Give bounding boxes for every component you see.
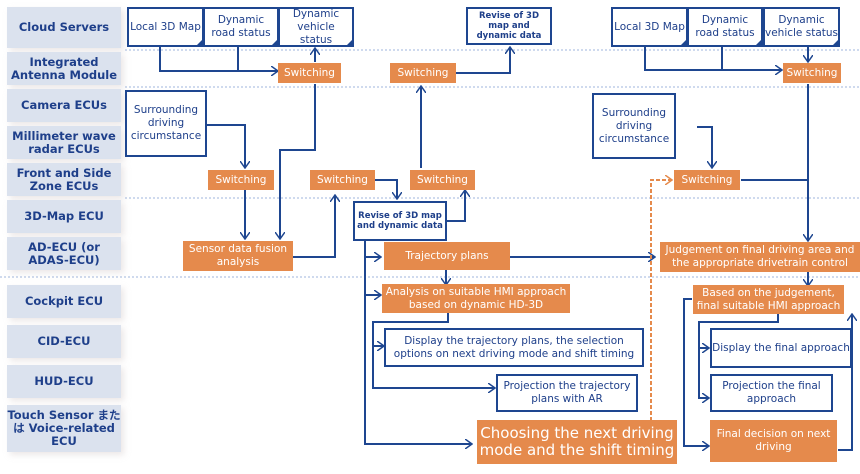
projection-trajectory-ar: Projection the trajectory plans with AR xyxy=(496,374,638,412)
display-trajectory-plans: Display the trajectory plans, the select… xyxy=(384,328,644,367)
lane-dividers xyxy=(0,49,860,278)
right-local-3d-map: Local 3D Map xyxy=(611,7,688,47)
lane-cid-ecu: CID-ECU xyxy=(7,325,121,358)
lane-cloud-servers: Cloud Servers xyxy=(7,7,121,48)
final-suitable-hmi: Based on the judgement, final suitable H… xyxy=(693,285,844,314)
revise-3d-map-cloud: Revise of 3D map and dynamic data xyxy=(466,7,552,45)
lane-mmwave-radar: Millimeter wave radar ECUs xyxy=(7,126,121,159)
lane-3d-map-ecu: 3D-Map ECU xyxy=(7,200,121,233)
connectors xyxy=(159,46,852,451)
left-surrounding-circumstance: Surrounding driving circumstance xyxy=(125,90,207,157)
final-decision-next-driving: Final decision on next driving xyxy=(710,420,837,462)
lane-ad-ecu: AD-ECU (or ADAS-ECU) xyxy=(7,237,121,270)
dashed-feedback-connector xyxy=(650,180,672,421)
analysis-hmi-approach: Analysis on suitable HMI approach based … xyxy=(382,284,570,313)
middle-switching-zone-a: Switching xyxy=(310,170,375,190)
right-switching-zone: Switching xyxy=(674,170,740,190)
left-switching-zone: Switching xyxy=(208,170,274,190)
middle-switching-zone-b: Switching xyxy=(410,170,475,190)
left-dynamic-road-status: Dynamic road status xyxy=(203,7,279,47)
judgement-final-driving-area: Judgement on final driving area and the … xyxy=(660,242,860,272)
middle-switching-antenna: Switching xyxy=(390,63,456,83)
right-dynamic-road-status: Dynamic road status xyxy=(687,7,763,47)
left-local-3d-map: Local 3D Map xyxy=(127,7,204,47)
lane-hud-ecu: HUD-ECU xyxy=(7,365,121,398)
left-dynamic-vehicle-status: Dynamic vehicle status xyxy=(278,7,354,47)
right-switching-antenna: Switching xyxy=(783,63,841,83)
left-switching-antenna: Switching xyxy=(278,63,341,83)
choosing-next-driving-mode: Choosing the next driving mode and the s… xyxy=(477,420,677,464)
lane-cockpit-ecu: Cockpit ECU xyxy=(7,285,121,318)
display-final-approach: Display the final approach xyxy=(710,328,852,368)
right-surrounding-circumstance: Surrounding driving circumstance xyxy=(592,93,676,159)
revise-3d-map-ecu: Revise of 3D map and dynamic data xyxy=(353,201,447,241)
sensor-fusion-analysis: Sensor data fusion analysis xyxy=(183,241,293,271)
right-dynamic-vehicle-status: Dynamic vehicle status xyxy=(763,7,840,47)
lane-camera-ecus: Camera ECUs xyxy=(7,89,121,122)
lane-integrated-antenna: Integrated Antenna Module xyxy=(7,52,121,85)
lane-front-side-zone: Front and Side Zone ECUs xyxy=(7,163,121,196)
lane-touch-voice-ecu: Touch Sensor または Voice-related ECU xyxy=(7,405,121,452)
trajectory-plans: Trajectory plans xyxy=(384,242,510,270)
projection-final-approach: Projection the final approach xyxy=(710,374,833,412)
